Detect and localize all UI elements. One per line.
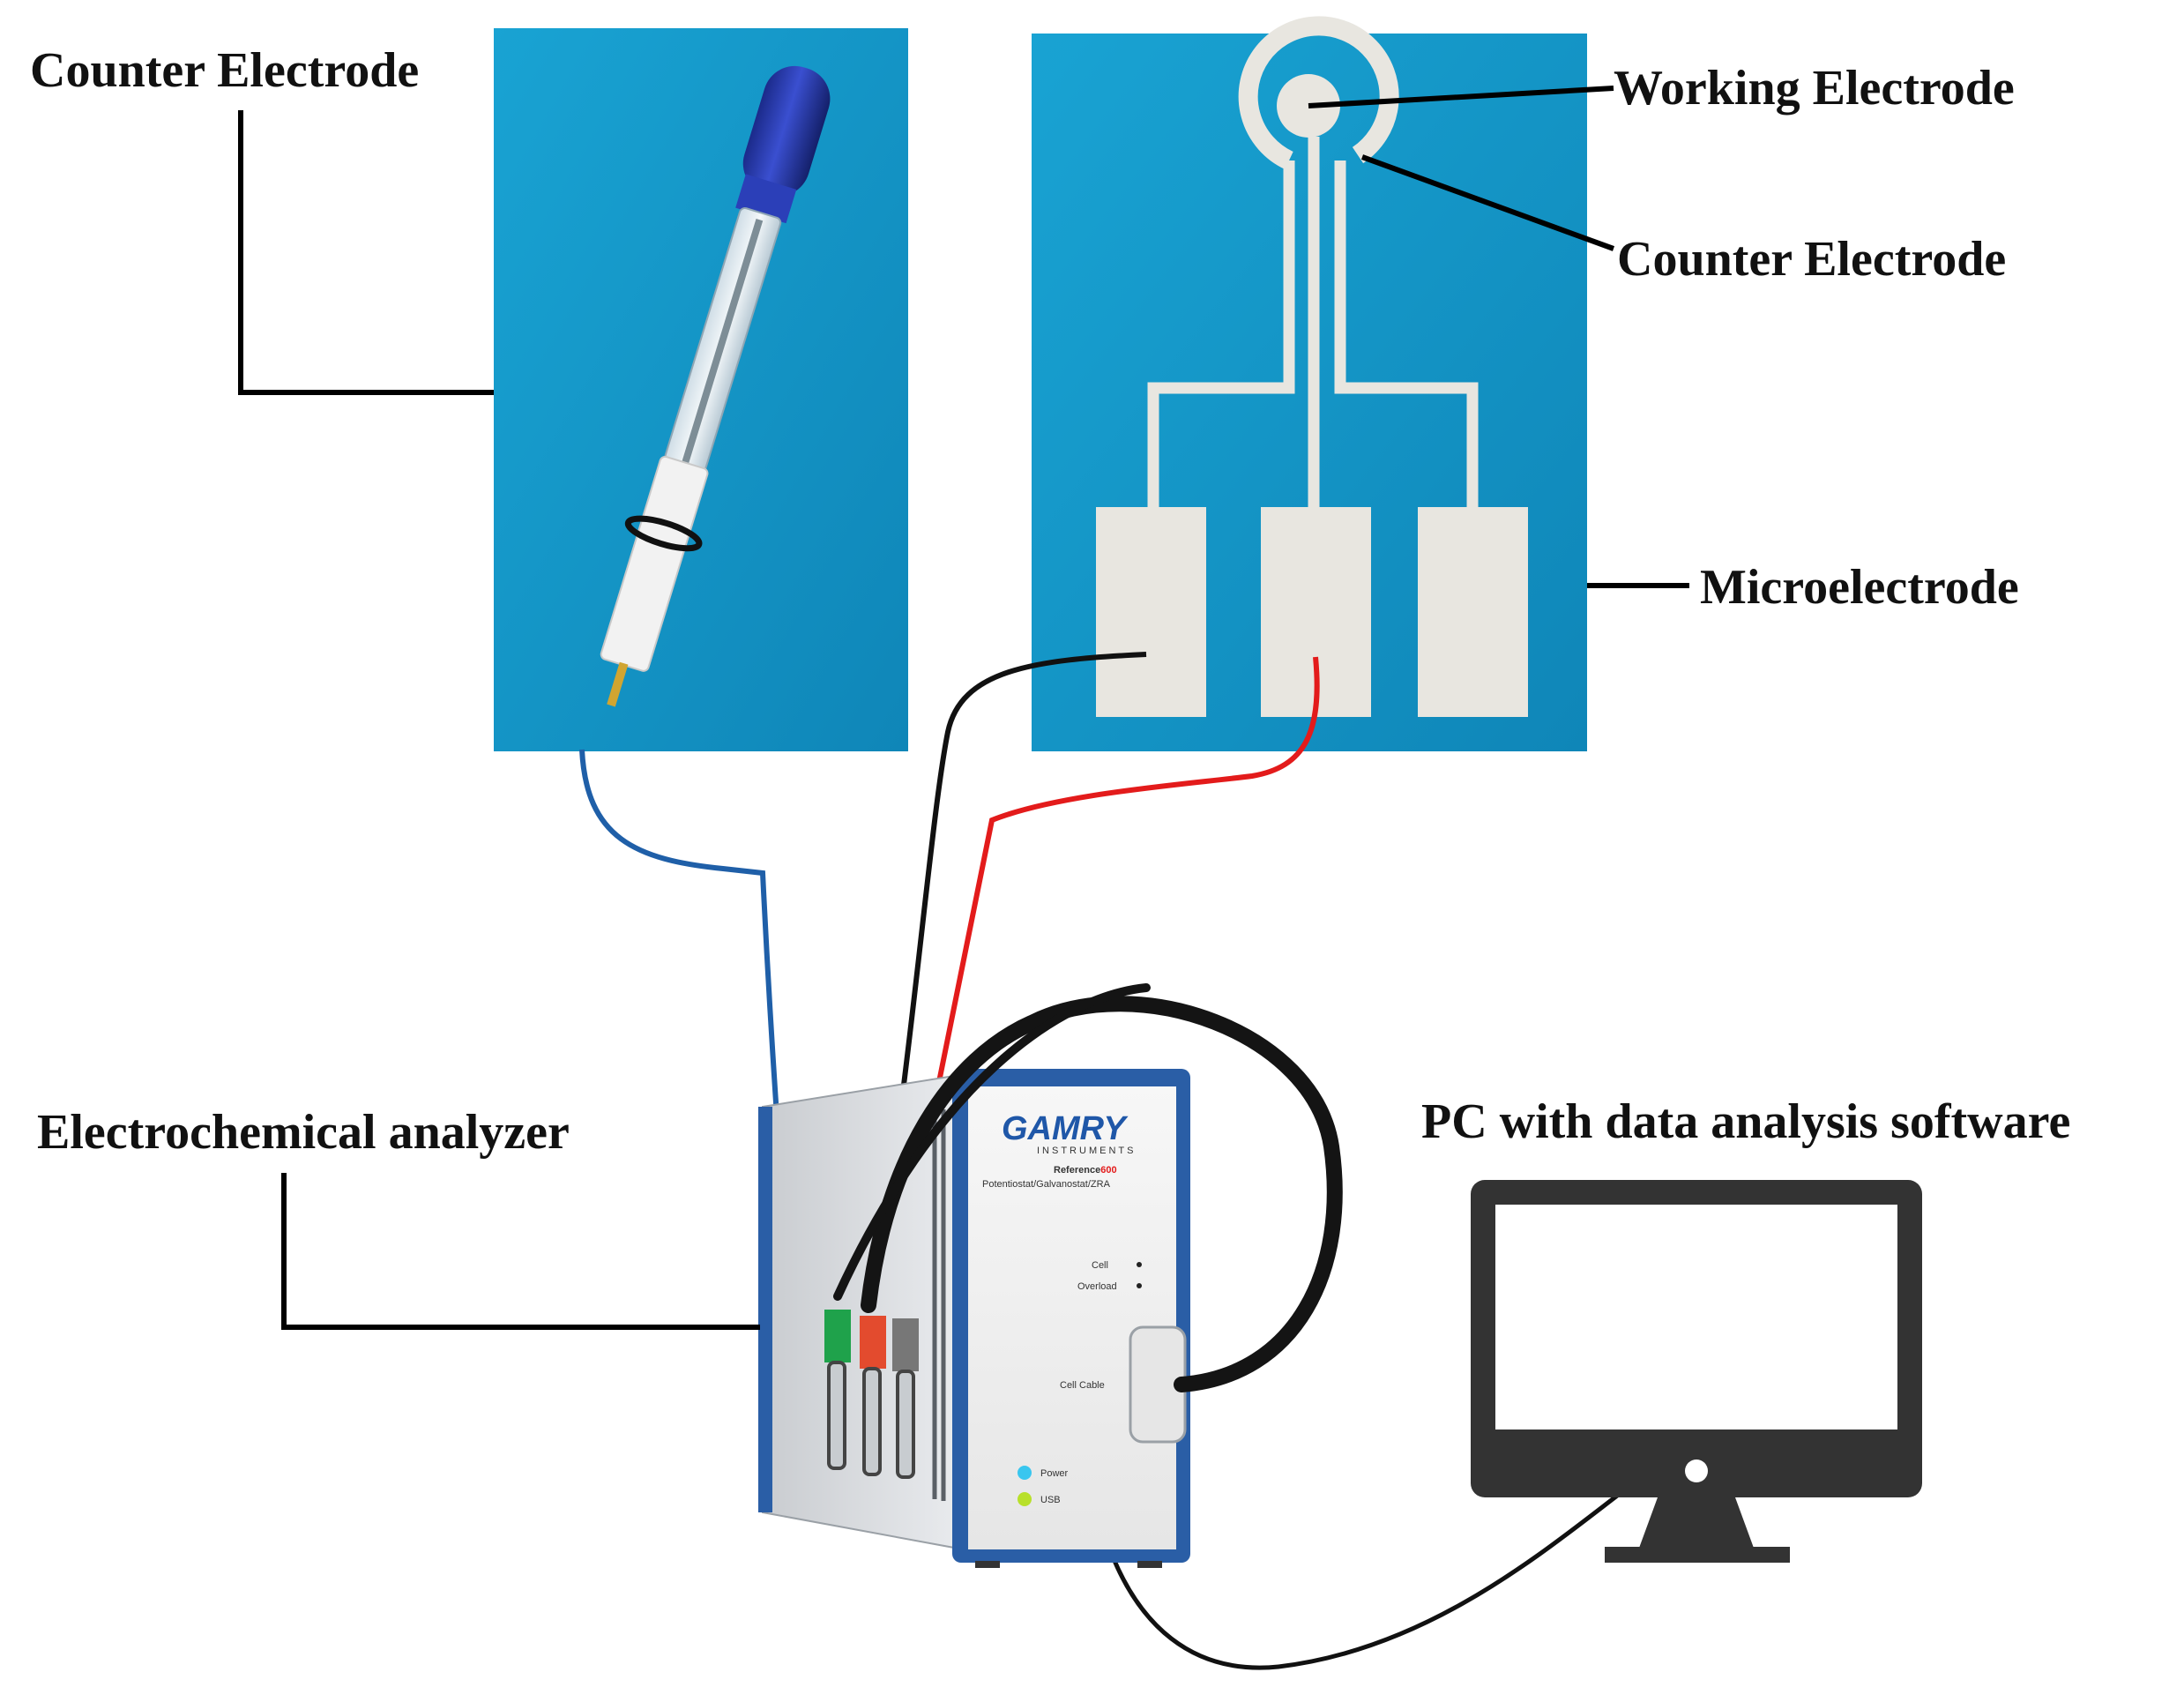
cell-cable-label: Cell Cable [1060, 1380, 1105, 1391]
monitor-power-dot [1685, 1459, 1708, 1482]
device-model-prefix: Reference [1054, 1165, 1100, 1176]
cell-cable-loop [861, 996, 1343, 1392]
monitor-screen [1495, 1205, 1897, 1430]
counter-electrode-photo [494, 28, 908, 751]
label-counter-electrode-right: Counter Electrode [1617, 232, 2006, 287]
pc-monitor [1471, 1180, 1922, 1563]
leader-counter-electrode-left [238, 110, 494, 395]
svg-text:Reference600: Reference600 [1054, 1165, 1117, 1176]
pad-left [1096, 507, 1206, 717]
wire-red [857, 656, 1320, 1443]
label-counter-electrode-left: Counter Electrode [30, 43, 419, 98]
label-microelectrode: Microelectrode [1700, 560, 2019, 615]
device-model-number: 600 [1100, 1165, 1116, 1176]
counter-ring [1238, 16, 1399, 169]
led-power-label: Power [1040, 1468, 1069, 1479]
electrode-gold-tip [607, 661, 629, 707]
microelectrode-photo [1032, 16, 1587, 751]
label-pc-software: PC with data analysis software [1421, 1094, 2070, 1149]
device-brand-sub: INSTRUMENTS [1037, 1146, 1136, 1156]
leader-counter-electrode-right [1360, 154, 1615, 251]
device-subtitle: Potentiostat/Galvanostat/ZRA [982, 1179, 1111, 1190]
electrode-o-ring [624, 515, 703, 552]
led-usb [1017, 1492, 1032, 1506]
label-electrochemical-analyzer: Electrochemical analyzer [37, 1105, 570, 1160]
label-working-electrode: Working Electrode [1614, 61, 2015, 116]
indicator-overload-label: Overload [1077, 1281, 1117, 1292]
device-brand: GAMRY [1002, 1110, 1129, 1147]
leader-working-electrode [1308, 86, 1614, 108]
electrode-cap [742, 65, 831, 197]
electrochemical-analyzer-device: GAMRY INSTRUMENTS Reference600 Potentios… [758, 1069, 1190, 1568]
led-power [1017, 1466, 1032, 1480]
indicator-cell-label: Cell [1092, 1260, 1108, 1271]
pad-right [1418, 507, 1528, 717]
led-usb-label: USB [1040, 1495, 1061, 1505]
usb-cable [1107, 1489, 1626, 1670]
leader-electrochemical-analyzer [281, 1173, 760, 1330]
